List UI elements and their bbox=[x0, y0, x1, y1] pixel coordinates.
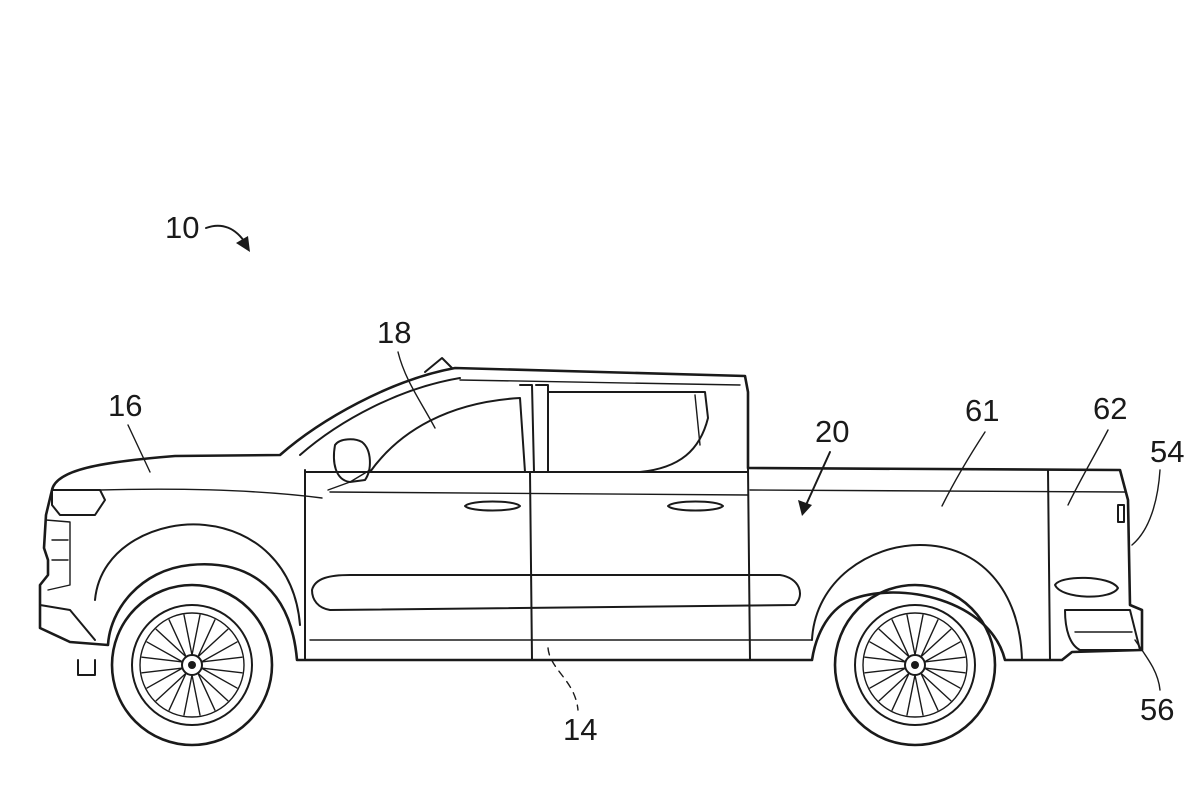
antenna bbox=[424, 357, 453, 373]
pickup-truck bbox=[38, 357, 1144, 676]
truck-outline bbox=[38, 366, 1144, 662]
leader-front-end bbox=[127, 424, 151, 473]
arrowhead-vehicle bbox=[236, 236, 250, 252]
bed-rear-divider bbox=[1047, 469, 1051, 661]
front-rim-inner bbox=[139, 612, 245, 718]
rear-door-handle bbox=[667, 500, 724, 512]
tailgate-handle bbox=[1117, 504, 1125, 523]
rear-spokes bbox=[864, 614, 966, 716]
rear-fender-arch bbox=[811, 544, 1023, 661]
ref-label-bed: 20 bbox=[815, 414, 849, 449]
windshield-pillar bbox=[299, 377, 461, 456]
mirror-arm bbox=[327, 469, 371, 491]
lower-trim-upper bbox=[311, 574, 801, 611]
door-line bbox=[304, 467, 751, 661]
ref-label-tailgate: 54 bbox=[1150, 434, 1184, 469]
arrowhead-bed bbox=[798, 500, 812, 516]
leader-bed-side-wall bbox=[941, 431, 986, 507]
rear-door-trim bbox=[694, 394, 701, 446]
rear-wheel bbox=[833, 583, 997, 747]
b-pillar bbox=[519, 384, 549, 473]
hood-line bbox=[99, 488, 323, 499]
rear-bumper bbox=[1064, 609, 1141, 651]
bed-top-rail bbox=[749, 489, 1126, 493]
leader-bed-rear-panel bbox=[1067, 429, 1109, 506]
front-window bbox=[369, 397, 526, 473]
front-bumper bbox=[39, 604, 96, 641]
ref-label-front-end: 16 bbox=[108, 388, 142, 423]
front-tire bbox=[110, 583, 274, 747]
rear-rim-inner bbox=[862, 612, 968, 718]
front-spokes bbox=[141, 614, 243, 716]
ref-label-bed-rear-panel: 62 bbox=[1093, 391, 1127, 426]
leader-tailgate bbox=[1131, 469, 1161, 546]
tail-light bbox=[1054, 576, 1119, 598]
roof-trim bbox=[459, 379, 741, 386]
leader-rear-bumper bbox=[1134, 639, 1161, 691]
side-mirror bbox=[332, 438, 371, 483]
ref-label-vehicle: 10 bbox=[165, 210, 199, 245]
front-door-handle bbox=[464, 500, 521, 512]
leader-ground-reference bbox=[547, 647, 579, 711]
ref-label-rear-bumper: 56 bbox=[1140, 692, 1174, 727]
ref-label-ground-reference: 14 bbox=[563, 712, 597, 747]
headlight bbox=[51, 489, 106, 516]
rear-hub-center bbox=[911, 661, 919, 669]
ref-label-cabin: 18 bbox=[377, 315, 411, 350]
grille-bar bbox=[51, 539, 69, 561]
rear-window bbox=[547, 391, 709, 473]
leader-cabin bbox=[397, 351, 436, 429]
grille bbox=[45, 519, 71, 591]
front-fender-arch bbox=[94, 523, 301, 626]
rear-rim bbox=[854, 604, 976, 726]
front-wheel bbox=[110, 583, 274, 747]
body-character-line bbox=[329, 491, 749, 496]
rear-tire bbox=[833, 583, 997, 747]
leader-bed bbox=[805, 451, 831, 506]
tow-hook bbox=[77, 659, 96, 676]
front-rim bbox=[131, 604, 253, 726]
ref-label-bed-side-wall: 61 bbox=[965, 393, 999, 428]
front-hub-center bbox=[188, 661, 196, 669]
